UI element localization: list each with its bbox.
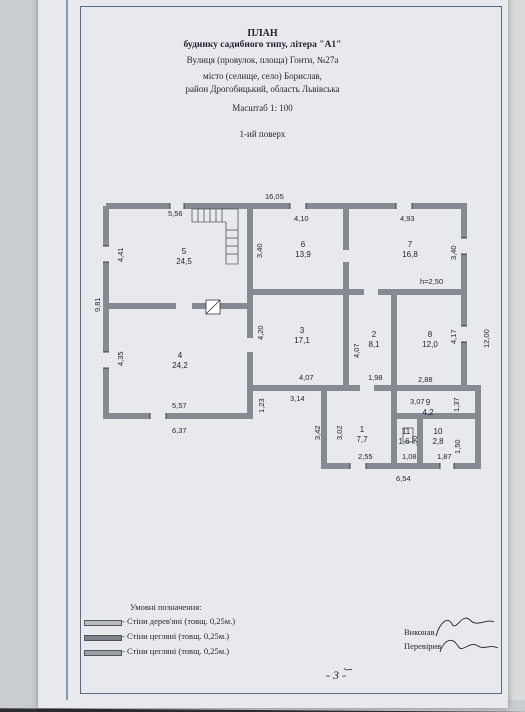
- dim-right-mid: 4,17: [449, 329, 458, 344]
- dim-right-total: 12,00: [482, 329, 491, 348]
- dim-r9-side: 1,37: [452, 397, 461, 412]
- room-4-number: 4: [178, 351, 183, 360]
- dim-left-lower: 4,35: [116, 351, 125, 366]
- dim-r2-side: 4,07: [352, 343, 361, 358]
- dim-r1-bottom: 2,55: [358, 452, 373, 461]
- dim-r2-bottom: 1,98: [368, 373, 383, 382]
- dim-top-mid: 4,10: [294, 214, 309, 223]
- dim-step-b: 3,14: [290, 394, 305, 403]
- dim-r9-top: 3,07: [410, 397, 425, 406]
- dim-r1-side-a: 3,42: [313, 425, 322, 440]
- dim-r8-bottom: 2,88: [418, 375, 433, 384]
- dim-r3-bottom: 4,07: [299, 373, 314, 382]
- room-2-area: 8,1: [368, 340, 380, 349]
- dim-left-upper: 4,41: [116, 247, 125, 262]
- binding-margin-line: [66, 0, 68, 700]
- room-7-number: 7: [408, 240, 413, 249]
- stairs: [191, 208, 239, 265]
- next-page-edge: [503, 0, 525, 700]
- street-line: Вулиця (провулок, площа) Гонти, №27а: [186, 55, 339, 65]
- page-frame: [80, 6, 502, 694]
- room-11-area: 1,6: [398, 437, 410, 446]
- room-3-number: 3: [300, 326, 305, 335]
- legend-swatch-wood: [84, 620, 122, 626]
- dim-bottom-left: 6,37: [172, 426, 187, 435]
- dim-r1-side-b: 3,02: [335, 425, 344, 440]
- floor-label: 1-ий поверх: [239, 129, 286, 139]
- room-8-number: 8: [428, 330, 433, 339]
- dim-step-a: 1,23: [257, 398, 266, 413]
- height-label: h=2,50: [420, 277, 443, 286]
- room-3-area: 17,1: [294, 336, 310, 345]
- room-1-number: 1: [360, 425, 365, 434]
- room-5-number: 5: [182, 247, 187, 256]
- performer-label: Виконав: [404, 627, 435, 637]
- dim-r11-width: 1,08: [402, 452, 417, 461]
- checker-label: Перевірив: [404, 641, 442, 651]
- scale-label: Масштаб 1: 100: [232, 103, 293, 113]
- room-9-number: 9: [426, 398, 431, 407]
- dim-r6-side: 3,40: [255, 243, 264, 258]
- plan-subtitle: будинку садибного типу, літера "А1": [183, 40, 342, 50]
- dim-top-right: 4,93: [400, 214, 415, 223]
- room-10-area: 2,8: [432, 437, 444, 446]
- legend-item-brick-2: - Стіни цегляні (товщ. 0,25м.): [122, 646, 230, 656]
- dim-left-total: 9,81: [93, 297, 102, 312]
- fixture-symbol: [402, 427, 414, 443]
- room-11-number: 11: [402, 427, 411, 436]
- dim-r10-width: 1,87: [437, 452, 452, 461]
- room-9-area: 4,2: [422, 408, 434, 417]
- room-6-number: 6: [301, 240, 306, 249]
- room-6-area: 13,9: [295, 250, 311, 259]
- legend-title: Умовні позначення:: [130, 602, 202, 612]
- room-1-area: 7,7: [356, 435, 368, 444]
- legend-item-brick: - Стіни цегляні (товщ. 0,25м.): [122, 631, 230, 641]
- dim-r3-side: 4,20: [256, 325, 265, 340]
- legend-swatch-brick-2: [84, 650, 122, 656]
- dim-r4-bottom: 5,57: [172, 401, 187, 410]
- room-10-number: 10: [434, 427, 443, 436]
- legend-item-wood: - Стіни дерев'яні (товщ. 0,25м.): [122, 616, 236, 626]
- region-line: район Дрогобицький, область Львівська: [185, 84, 340, 94]
- plan-title: ПЛАН: [247, 28, 278, 39]
- room-4-area: 24,2: [172, 361, 188, 370]
- city-line: місто (селище, село) Борислав,: [203, 71, 322, 81]
- room-5-area: 24,5: [176, 257, 192, 266]
- dim-top-left: 5,56: [168, 209, 183, 218]
- dim-bottom-right: 6,54: [396, 474, 411, 483]
- room-2-number: 2: [372, 330, 377, 339]
- window-marks: [103, 203, 467, 469]
- room-8-area: 12,0: [422, 340, 438, 349]
- dim-r11-side: ,90: [410, 436, 419, 446]
- dim-r10-side: 1,50: [453, 439, 462, 454]
- openings: [102, 202, 468, 470]
- room-7-area: 16,8: [402, 250, 418, 259]
- legend-swatch-brick: [84, 635, 122, 641]
- dim-right-upper: 3,40: [449, 245, 458, 260]
- dim-total-top: 16,05: [265, 192, 284, 201]
- document-page: [38, 0, 508, 708]
- page-number: - 3 -: [326, 668, 346, 682]
